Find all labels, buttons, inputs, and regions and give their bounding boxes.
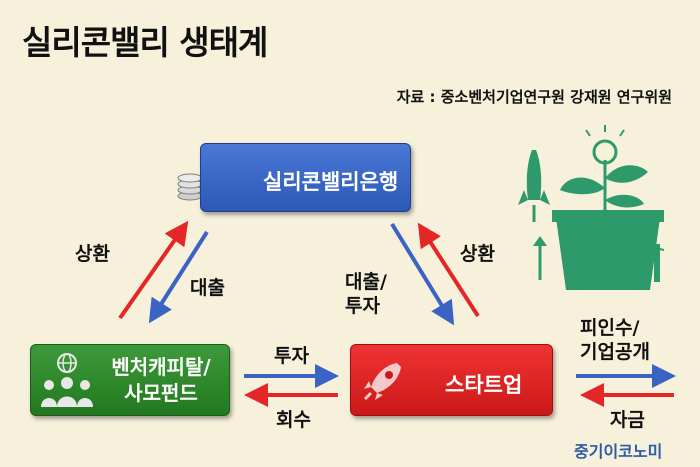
- arrow-bank-to-startup: [390, 222, 455, 326]
- brand-logo-text: 중기이코노미: [574, 442, 663, 461]
- growth-plant-illustration: [518, 125, 665, 290]
- node-label-line2: 사모펀드: [124, 381, 198, 405]
- edge-label-vc-to-bank: 상환: [75, 243, 110, 265]
- node-label: 스타트업: [445, 373, 523, 397]
- node-startup: 스타트업: [350, 344, 553, 416]
- edge-label-bank-to-startup: 대출/ 투자: [345, 270, 387, 318]
- node-venture-capital: 벤처캐피탈/ 사모펀드: [30, 344, 230, 416]
- node-silicon-valley-bank: 실리콘밸리은행: [200, 143, 411, 212]
- source-credit: 자료 : 중소벤처기업연구원 강재원 연구위원: [396, 88, 672, 106]
- edge-label-startup-exit: 피인수/ 기업공개: [580, 316, 650, 364]
- edge-label-bank-to-vc: 대출: [190, 277, 225, 299]
- arrow-vc-to-bank: [118, 220, 189, 320]
- page-title: 실리콘밸리 생태계: [22, 23, 268, 62]
- edge-label-vc-to-startup: 투자: [274, 345, 309, 367]
- edge-label-line2: 기업공개: [580, 341, 650, 363]
- node-label: 실리콘밸리은행: [263, 170, 399, 194]
- edge-label-startup-to-bank: 상환: [460, 243, 495, 265]
- edge-label-startup-to-vc: 회수: [276, 409, 311, 431]
- people-globe-icon: [41, 353, 93, 407]
- rocket-icon: [363, 363, 401, 401]
- edge-label-line1: 대출/: [345, 271, 387, 293]
- arrow-bank-to-vc: [148, 230, 209, 324]
- node-label-line1: 벤처캐피탈/: [111, 355, 211, 379]
- edge-label-line2: 투자: [345, 295, 380, 317]
- edge-label-funds-in: 자금: [610, 409, 645, 431]
- edge-label-line1: 피인수/: [580, 317, 640, 339]
- arrow-startup-to-bank: [417, 222, 480, 318]
